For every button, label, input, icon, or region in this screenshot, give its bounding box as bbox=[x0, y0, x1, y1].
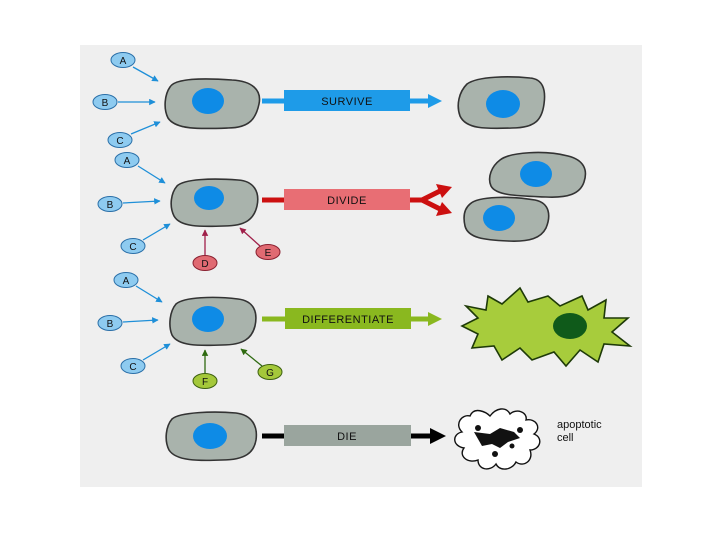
signal-b: B bbox=[97, 315, 159, 331]
svg-text:B: B bbox=[107, 200, 114, 211]
nucleus bbox=[520, 161, 552, 187]
nucleus bbox=[483, 205, 515, 231]
signal-a: A bbox=[114, 152, 166, 184]
differentiated-nucleus bbox=[553, 313, 587, 339]
signal-f: F bbox=[192, 349, 218, 389]
signal-e: E bbox=[239, 227, 281, 260]
signal-a: A bbox=[110, 52, 159, 82]
signal-b: B bbox=[97, 196, 161, 212]
signal-g: G bbox=[240, 348, 283, 380]
outcome-bar-divide bbox=[284, 189, 410, 210]
row-differentiate: A B C F G DIFFERENTIATE bbox=[97, 272, 633, 389]
outcome-arrowhead bbox=[428, 94, 442, 108]
differentiated-cell bbox=[460, 286, 633, 368]
divide-fork-arrow bbox=[410, 184, 452, 216]
nucleus bbox=[194, 186, 224, 210]
signal-c: C bbox=[107, 121, 161, 148]
outcome-bar-differentiate bbox=[285, 308, 411, 329]
row-survive: A B C SURVIVE bbox=[92, 52, 546, 148]
svg-text:G: G bbox=[266, 368, 274, 379]
svg-text:DIVIDE: DIVIDE bbox=[327, 195, 367, 207]
svg-text:SURVIVE: SURVIVE bbox=[321, 96, 373, 108]
apoptotic-label-line2: cell bbox=[557, 432, 574, 444]
svg-text:B: B bbox=[102, 98, 109, 109]
svg-text:DIFFERENTIATE: DIFFERENTIATE bbox=[302, 314, 394, 326]
svg-text:A: A bbox=[124, 156, 131, 167]
signal-d: D bbox=[192, 229, 218, 271]
signal-c: C bbox=[120, 223, 171, 254]
apoptotic-label-line1: apoptotic bbox=[557, 419, 602, 431]
signal-b: B bbox=[92, 94, 156, 110]
svg-text:C: C bbox=[116, 136, 123, 147]
svg-text:B: B bbox=[107, 319, 114, 330]
signal-c: C bbox=[120, 343, 171, 374]
svg-text:C: C bbox=[129, 242, 136, 253]
nucleus bbox=[486, 90, 520, 118]
row-divide: A B C D E DIVIDE bbox=[97, 151, 587, 271]
outcome-bar-die bbox=[284, 425, 411, 446]
svg-text:E: E bbox=[265, 248, 272, 259]
outcome-arrowhead bbox=[430, 428, 446, 444]
row-die: DIE apoptotic cell bbox=[165, 408, 602, 470]
nucleus bbox=[192, 306, 224, 332]
svg-text:A: A bbox=[120, 56, 127, 67]
svg-text:C: C bbox=[129, 362, 136, 373]
svg-text:A: A bbox=[123, 276, 130, 287]
svg-text:D: D bbox=[201, 259, 208, 270]
nucleus bbox=[193, 423, 227, 449]
apoptotic-cell bbox=[454, 408, 541, 470]
nucleus bbox=[192, 88, 224, 114]
signal-a: A bbox=[113, 272, 163, 303]
outcome-arrowhead bbox=[428, 312, 442, 326]
outcome-bar-survive bbox=[284, 90, 410, 111]
svg-text:DIE: DIE bbox=[337, 431, 357, 443]
svg-text:F: F bbox=[202, 377, 208, 388]
